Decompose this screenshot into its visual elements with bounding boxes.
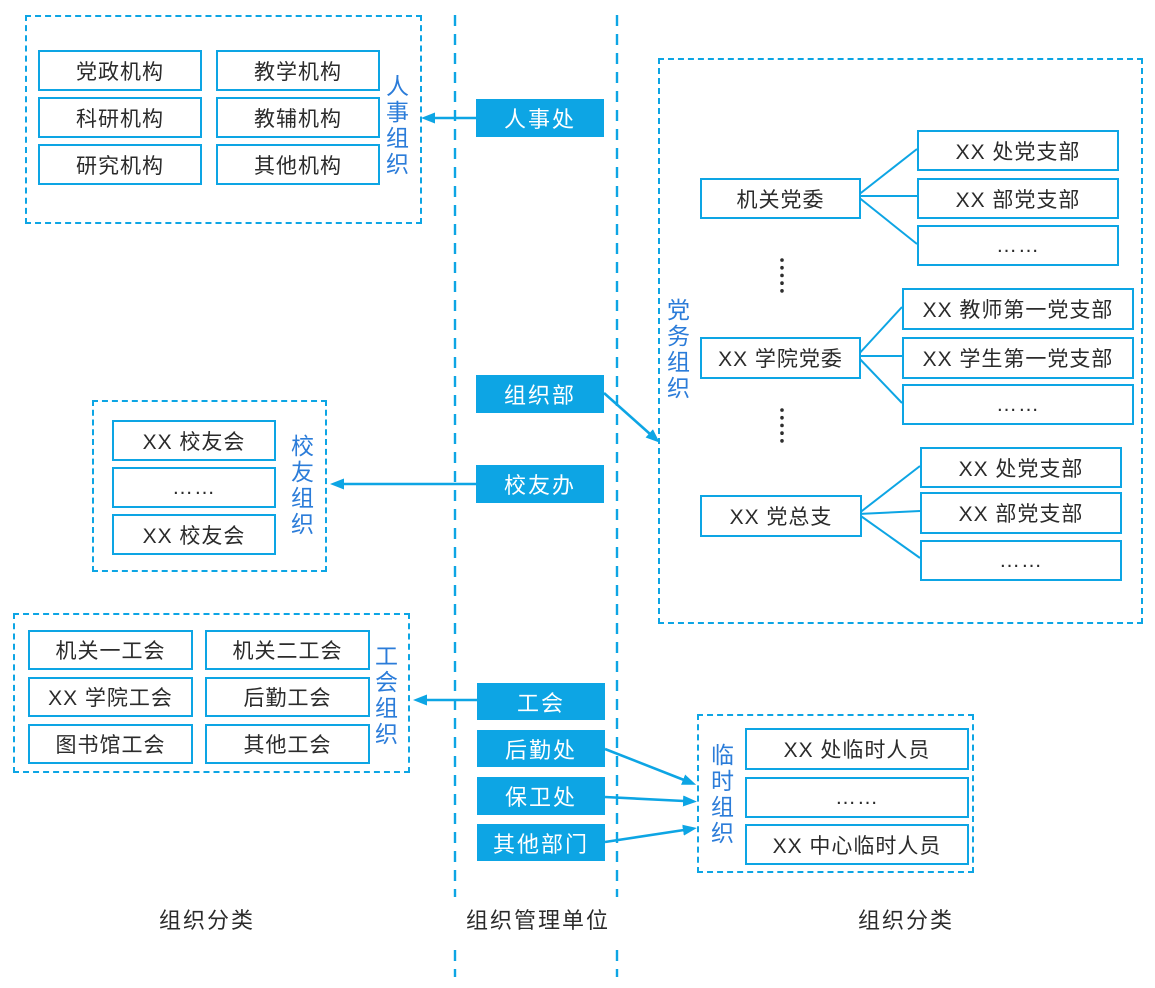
personnel-item: 教辅机构 bbox=[216, 97, 380, 138]
footer-label-right: 组织分类 bbox=[857, 908, 954, 933]
personnel-item: 科研机构 bbox=[38, 97, 202, 138]
arrow-houqinchu-to-temp bbox=[604, 747, 697, 785]
party-parent: 机关党委 bbox=[700, 178, 861, 219]
personnel-item: 其他机构 bbox=[216, 144, 380, 185]
union-item: 机关一工会 bbox=[28, 630, 193, 670]
union-item: XX 学院工会 bbox=[28, 677, 193, 717]
party-group-label: 党务组织 bbox=[663, 298, 690, 402]
party-group-frame bbox=[658, 58, 1143, 624]
party-child: XX 部党支部 bbox=[920, 492, 1122, 534]
temp-group-frame bbox=[697, 714, 974, 873]
party-child: …… bbox=[902, 384, 1134, 425]
manager-houqinchu: 后勤处 bbox=[477, 730, 605, 767]
party-child: XX 处党支部 bbox=[920, 447, 1122, 488]
personnel-item: 研究机构 bbox=[38, 144, 202, 185]
alumni-item: XX 校友会 bbox=[112, 514, 276, 555]
party-child: XX 部党支部 bbox=[917, 178, 1119, 219]
alumni-item: …… bbox=[112, 467, 276, 508]
alumni-group-label: 校友组织 bbox=[287, 434, 314, 538]
personnel-item: 党政机构 bbox=[38, 50, 202, 91]
party-child: XX 处党支部 bbox=[917, 130, 1119, 171]
manager-renshichu: 人事处 bbox=[476, 99, 604, 137]
personnel-group-label: 人事组织 bbox=[382, 74, 409, 178]
alumni-item: XX 校友会 bbox=[112, 420, 276, 461]
manager-qitabumen: 其他部门 bbox=[477, 824, 605, 861]
manager-zuzhibu: 组织部 bbox=[476, 375, 604, 413]
temp-group-label: 临时组织 bbox=[707, 743, 734, 847]
arrow-zuzhibu-to-party bbox=[603, 392, 660, 443]
temp-item: …… bbox=[745, 777, 969, 818]
union-item: 图书馆工会 bbox=[28, 724, 193, 764]
union-group-frame bbox=[13, 613, 410, 773]
alumni-group-frame bbox=[92, 400, 327, 572]
manager-baoweichu: 保卫处 bbox=[477, 777, 605, 815]
party-child: XX 教师第一党支部 bbox=[902, 288, 1134, 330]
union-item: 其他工会 bbox=[205, 724, 370, 764]
party-parent: XX 学院党委 bbox=[700, 337, 861, 379]
personnel-group-frame bbox=[25, 15, 422, 224]
union-group-label: 工会组织 bbox=[371, 644, 398, 748]
party-child: …… bbox=[917, 225, 1119, 266]
temp-item: XX 中心临时人员 bbox=[745, 824, 969, 865]
footer-label-center: 组织管理单位 bbox=[465, 908, 610, 933]
arrow-qitabumen-to-temp bbox=[604, 824, 697, 844]
party-child: …… bbox=[920, 540, 1122, 581]
manager-xiaoyouban: 校友办 bbox=[476, 465, 604, 503]
union-item: 后勤工会 bbox=[205, 677, 370, 717]
personnel-item: 教学机构 bbox=[216, 50, 380, 91]
party-parent: XX 党总支 bbox=[700, 495, 862, 537]
temp-item: XX 处临时人员 bbox=[745, 728, 969, 770]
union-item: 机关二工会 bbox=[205, 630, 370, 670]
party-child: XX 学生第一党支部 bbox=[902, 337, 1134, 379]
arrow-baoweichu-to-temp bbox=[604, 795, 697, 807]
manager-gonghui: 工会 bbox=[477, 683, 605, 720]
footer-label-left: 组织分类 bbox=[158, 908, 255, 933]
